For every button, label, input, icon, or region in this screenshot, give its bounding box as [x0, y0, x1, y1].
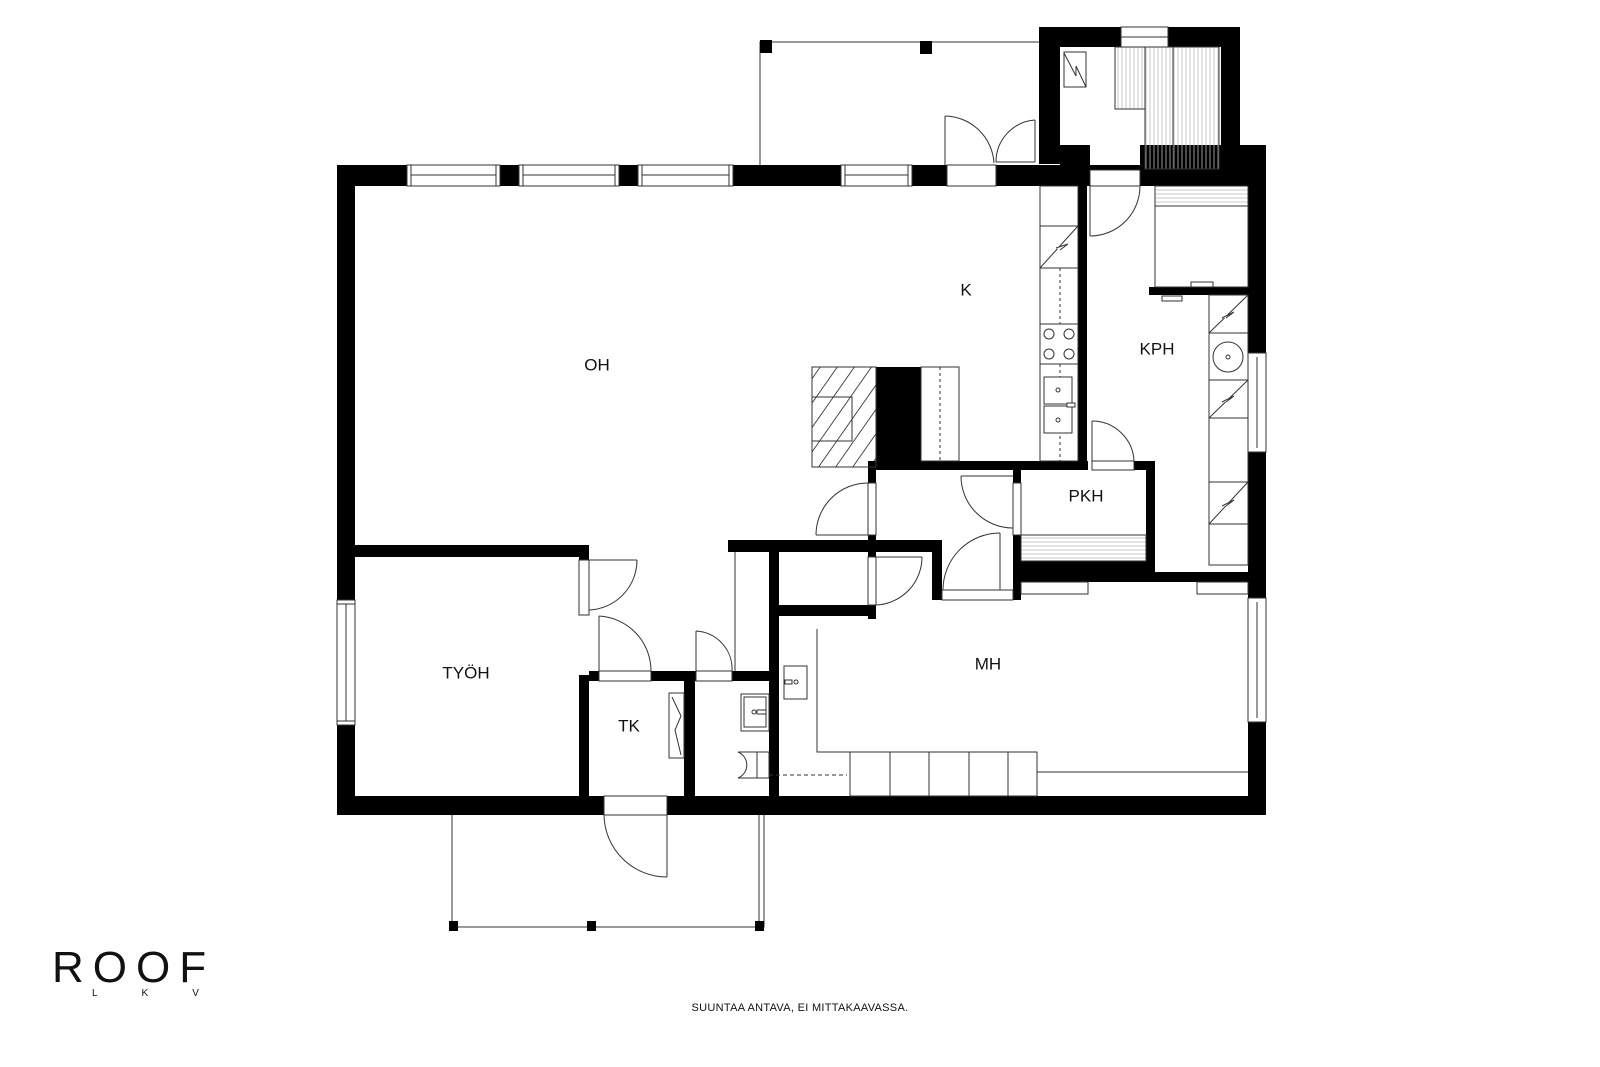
room-label-mh: MH: [975, 654, 1001, 673]
windows: [336, 26, 1267, 726]
interior-walls: [355, 186, 1266, 796]
scale-disclaimer: SUUNTAA ANTAVA, EI MITTAKAAVASSA.: [691, 1002, 909, 1014]
room-label-tk: TK: [618, 716, 640, 735]
kitchen-island: [920, 366, 960, 462]
terrace-post: [587, 921, 596, 931]
fireplace: [811, 366, 877, 468]
terrace-post: [755, 921, 764, 931]
kitchen-counter: [1039, 185, 1079, 462]
brand-logo: ROOF LKV: [52, 943, 252, 1000]
terrace-post: [920, 41, 932, 54]
room-label-k: K: [960, 280, 972, 299]
wc-fixtures: [668, 692, 847, 779]
bathroom-fixtures: [1154, 185, 1249, 566]
sauna: [1060, 46, 1221, 170]
terrace-post: [760, 40, 772, 53]
room-label-oh: OH: [584, 355, 610, 374]
entrance-double-door[interactable]: [944, 115, 1036, 187]
terrace-post: [449, 921, 458, 931]
logo-wordmark: ROOF: [52, 943, 216, 992]
terrace-north: [759, 41, 1040, 165]
terrace-south: [451, 812, 765, 928]
bedroom-fixtures: [783, 581, 1249, 797]
wardrobe-shelves: [1020, 534, 1147, 562]
exterior-walls: [337, 27, 1266, 815]
logo-subtext: LKV: [92, 988, 243, 999]
room-label-kph: KPH: [1140, 339, 1175, 358]
room-label-tyoh: TYÖH: [442, 663, 489, 682]
doors[interactable]: [578, 169, 1141, 878]
room-label-pkh: PKH: [1069, 486, 1104, 505]
sauna-stove-icon: [1063, 51, 1087, 88]
